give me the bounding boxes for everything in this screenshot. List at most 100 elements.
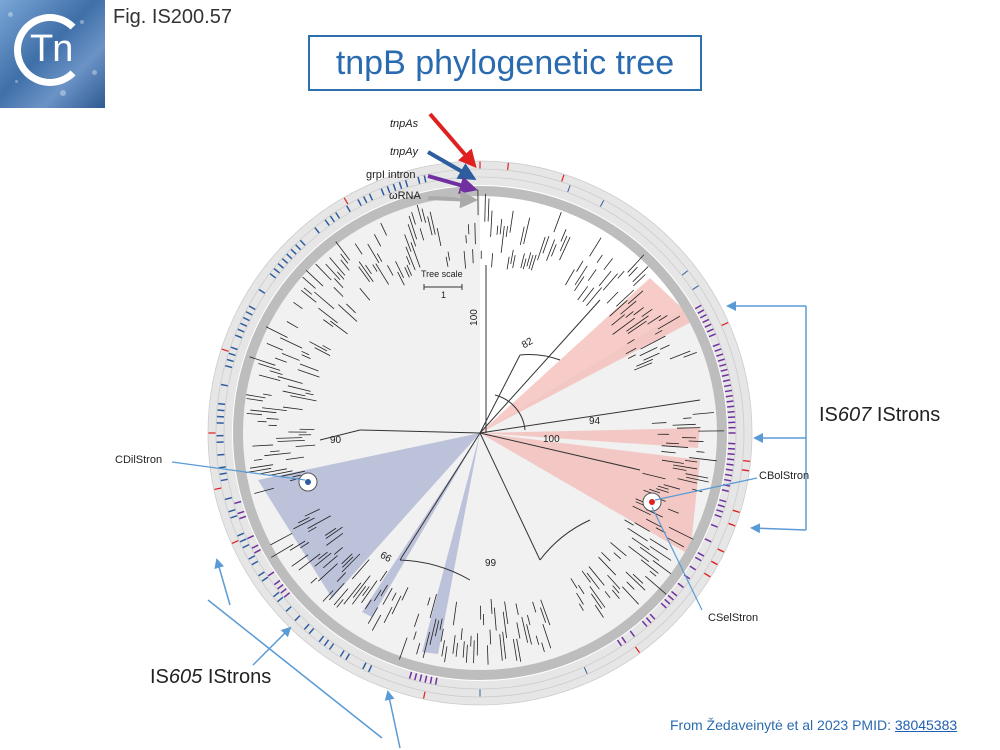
leaf-branch <box>656 488 669 493</box>
leaf-branch <box>447 251 450 261</box>
ring-tick <box>717 358 725 362</box>
ring-tick <box>424 675 428 683</box>
leaf-branch <box>633 274 646 287</box>
leaf-branch <box>649 545 672 561</box>
leaf-branch <box>269 370 283 375</box>
leaf-branch <box>416 643 421 655</box>
leaf-branch <box>367 607 379 624</box>
is607-wedges <box>480 278 700 555</box>
ring-tick <box>599 200 605 207</box>
is605-wedge-large <box>258 433 480 598</box>
leaf-branch <box>352 575 371 598</box>
leaf-branch <box>340 253 349 264</box>
leaf-branch <box>300 289 317 303</box>
leaf-branch <box>631 537 650 551</box>
leaf-branch <box>502 631 507 659</box>
leaf-branch <box>586 287 602 306</box>
leaf-branch <box>293 302 303 309</box>
ring-tick <box>720 368 728 372</box>
ring-tick <box>218 466 226 469</box>
leaf-branch <box>408 215 418 240</box>
ring-tick <box>561 174 565 182</box>
ring-tick <box>242 316 250 322</box>
leaf-branch <box>673 464 698 470</box>
ring-tick <box>714 348 722 352</box>
ring-tick <box>722 379 731 383</box>
ring-tick <box>660 602 667 609</box>
leaf-branch <box>689 457 717 462</box>
ring-tick <box>258 571 265 577</box>
leaf-branch <box>299 363 319 372</box>
leaf-branch <box>624 519 634 526</box>
tree-leaves <box>245 189 725 665</box>
leaf-branch <box>683 417 692 419</box>
leaf-branch <box>646 518 663 528</box>
leaf-branch <box>404 234 412 252</box>
leaf-branch <box>551 244 557 257</box>
leaf-branch <box>361 580 378 604</box>
leaf-branch <box>463 250 467 269</box>
csel-leader <box>651 506 703 611</box>
citation-text: From Žedaveinytė et al 2023 PMID: <box>670 717 895 733</box>
leaf-branch <box>372 264 378 272</box>
pmid-link[interactable]: 38045383 <box>894 717 958 733</box>
ring-tick <box>719 499 727 503</box>
leaf-branch <box>379 570 388 582</box>
leaf-branch <box>500 225 505 253</box>
leaf-branch <box>688 440 704 442</box>
ring-tick <box>220 383 229 387</box>
leaf-branch <box>627 320 647 334</box>
leaf-branch <box>325 526 343 539</box>
ring-tick <box>664 598 671 605</box>
ring-tick <box>703 572 711 578</box>
ring-tick <box>230 514 238 519</box>
leaf-branch <box>351 586 367 605</box>
leaf-branch <box>522 258 527 270</box>
ring-tick <box>261 576 269 582</box>
leaf-branch <box>504 601 509 625</box>
ring-tick <box>254 549 261 554</box>
leaf-branch <box>329 257 346 276</box>
tree-scale <box>423 284 463 290</box>
cdil-leader <box>171 461 306 481</box>
leaf-branch <box>411 211 416 225</box>
leaf-branch <box>622 586 639 605</box>
leaf-branch <box>627 254 645 273</box>
leaf-branch <box>270 532 293 546</box>
leaf-branch <box>521 616 529 643</box>
leaf-branch <box>499 218 503 235</box>
is607-bracket <box>726 301 807 534</box>
leaf-branch <box>598 556 617 576</box>
leaf-branch <box>632 505 651 516</box>
leaf-branch <box>245 467 272 474</box>
leaf-branch <box>520 253 525 269</box>
ring-tick <box>732 509 740 514</box>
leaf-branch <box>406 256 411 265</box>
ring-tick <box>235 334 243 339</box>
leaf-branch <box>634 522 651 532</box>
ring-tick <box>704 323 712 328</box>
leaf-branch <box>661 459 684 464</box>
leaf-branch <box>612 585 620 594</box>
leaf-branch <box>304 508 320 517</box>
leaf-branch <box>295 444 316 447</box>
leaf-branch <box>640 559 659 574</box>
ring-tick <box>290 248 297 255</box>
leaf-branch <box>641 308 653 318</box>
leaf-branch <box>252 444 274 447</box>
leaf-branch <box>455 642 458 657</box>
leaf-branch <box>266 418 279 420</box>
leaf-branch <box>553 211 562 233</box>
leaf-branch <box>489 629 492 645</box>
ring-tick <box>716 509 724 513</box>
leaf-branch <box>632 266 649 283</box>
ring-tick <box>308 627 315 635</box>
leaf-branch <box>373 589 382 602</box>
leaf-branch <box>398 637 408 660</box>
leaf-branch <box>413 613 420 628</box>
ring-tick <box>681 270 688 276</box>
leaf-branch <box>565 269 575 286</box>
leaf-branch <box>523 217 531 245</box>
leaf-branch <box>343 582 362 605</box>
leaf-branch <box>250 409 277 414</box>
